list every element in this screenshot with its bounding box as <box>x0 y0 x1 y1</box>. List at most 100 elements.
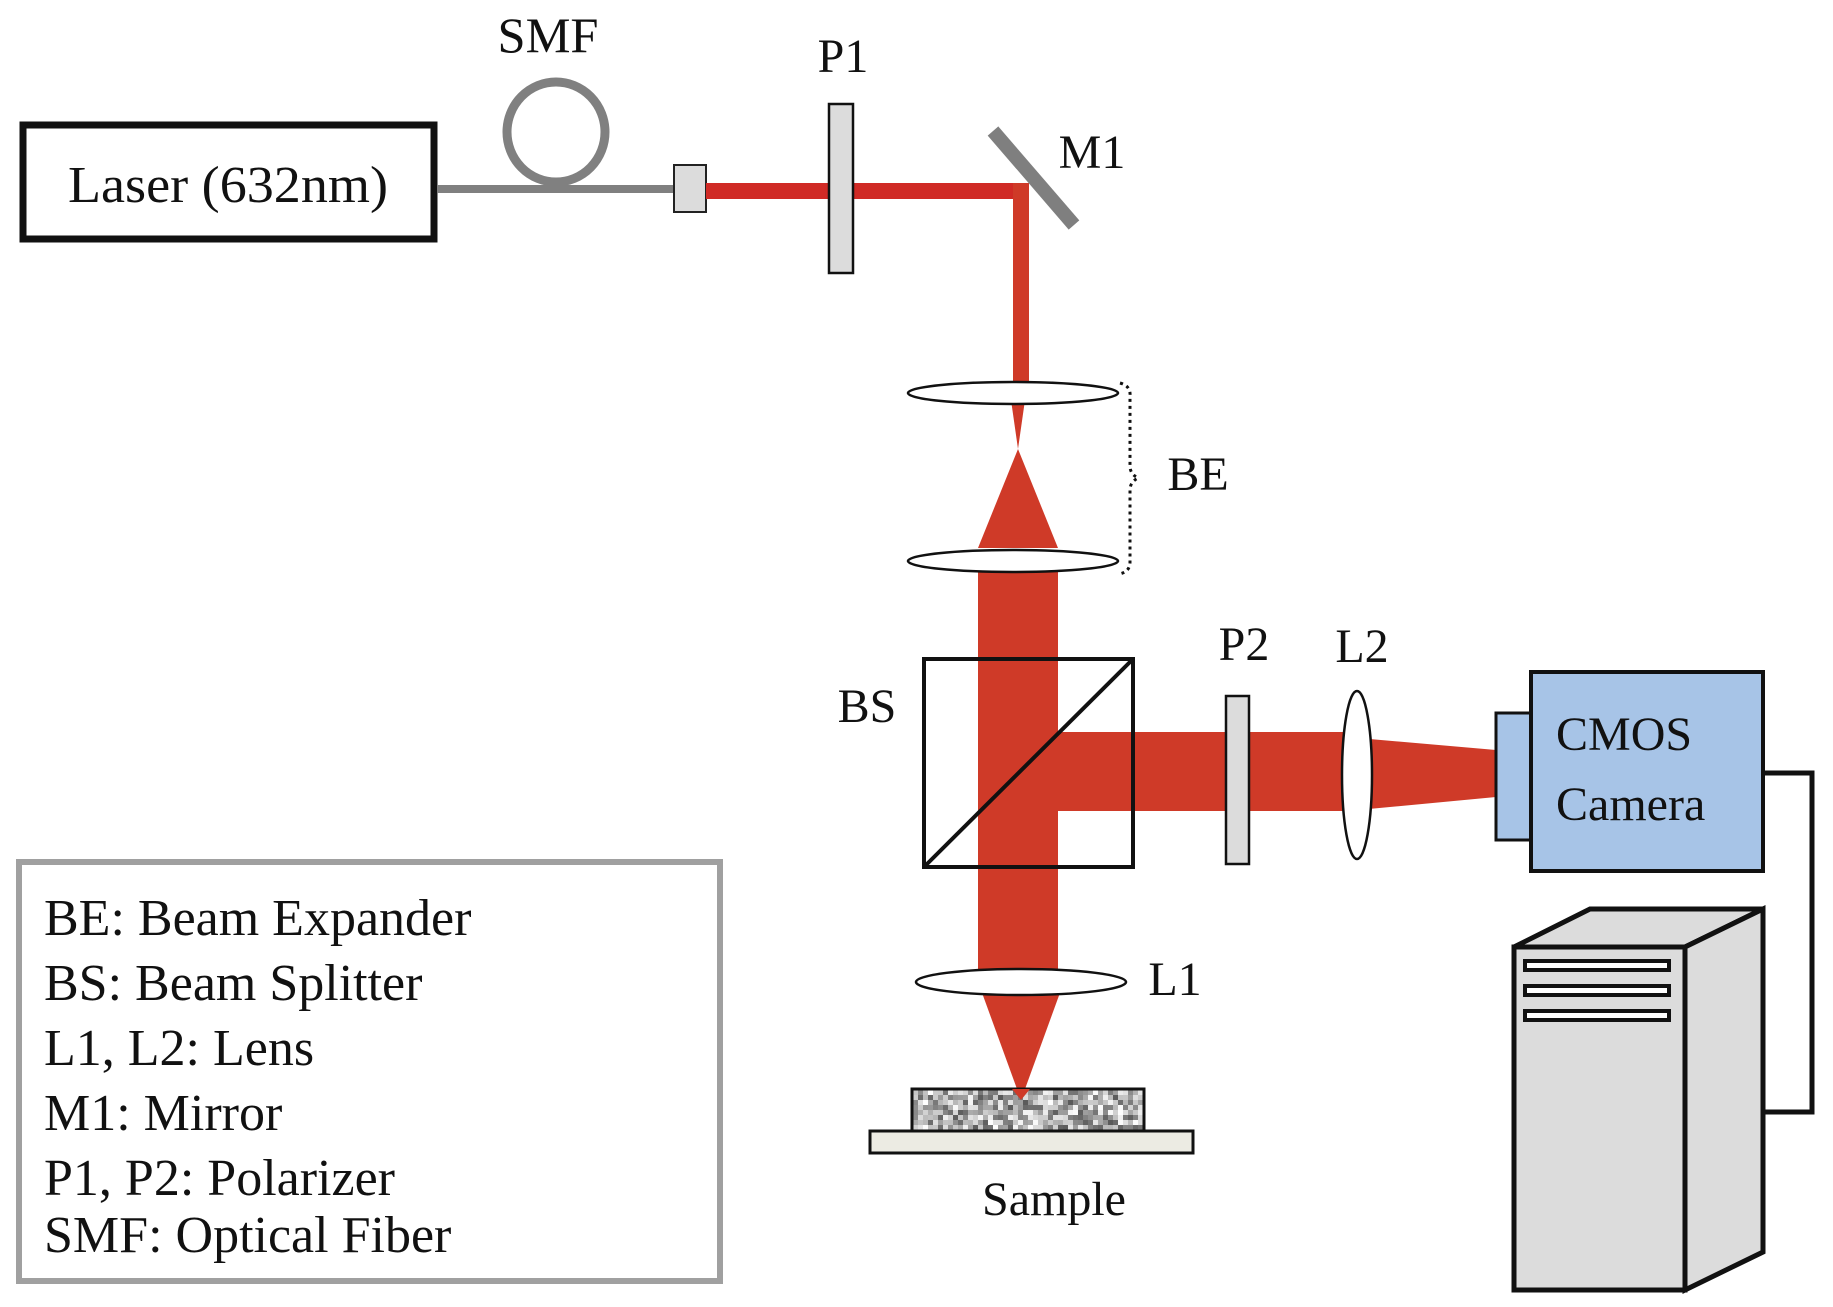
speckle-pixel <box>1033 1110 1038 1115</box>
speckle-pixel <box>1033 1125 1038 1130</box>
speckle-pixel <box>1008 1105 1013 1110</box>
speckle-pixel <box>988 1120 993 1125</box>
speckle-pixel <box>938 1125 943 1130</box>
speckle-pixel <box>1003 1115 1008 1120</box>
speckle-pixel <box>1128 1100 1133 1105</box>
speckle-pixel <box>918 1110 923 1115</box>
speckle-pixel <box>1103 1095 1108 1100</box>
speckle-pixel <box>958 1090 963 1095</box>
beam-converging-to-camera <box>1358 738 1496 810</box>
speckle-pixel <box>1028 1105 1033 1110</box>
speckle-pixel <box>1108 1110 1113 1115</box>
speckle-pixel <box>928 1115 933 1120</box>
speckle-pixel <box>948 1115 953 1120</box>
speckle-pixel <box>1098 1110 1103 1115</box>
speckle-pixel <box>953 1105 958 1110</box>
speckle-pixel <box>1078 1120 1083 1125</box>
speckle-pixel <box>1028 1100 1033 1105</box>
speckle-pixel <box>913 1110 918 1115</box>
speckle-pixel <box>923 1090 928 1095</box>
speckle-pixel <box>1038 1120 1043 1125</box>
speckle-pixel <box>1043 1120 1048 1125</box>
speckle-pixel <box>1083 1090 1088 1095</box>
speckle-pixel <box>1118 1090 1123 1095</box>
speckle-pixel <box>1053 1125 1058 1130</box>
speckle-pixel <box>1118 1125 1123 1130</box>
speckle-pixel <box>1113 1115 1118 1120</box>
speckle-pixel <box>1048 1125 1053 1130</box>
speckle-pixel <box>1128 1120 1133 1125</box>
beam-vertical-segment <box>1013 183 1029 383</box>
speckle-pixel <box>1018 1120 1023 1125</box>
speckle-pixel <box>998 1095 1003 1100</box>
speckle-pixel <box>1033 1090 1038 1095</box>
speckle-pixel <box>1108 1120 1113 1125</box>
legend-item: BE: Beam Expander <box>44 890 471 947</box>
speckle-pixel <box>958 1110 963 1115</box>
speckle-pixel <box>1088 1105 1093 1110</box>
speckle-pixel <box>1083 1125 1088 1130</box>
speckle-pixel <box>998 1110 1003 1115</box>
speckle-pixel <box>1063 1090 1068 1095</box>
speckle-pixel <box>953 1125 958 1130</box>
speckle-pixel <box>1013 1115 1018 1120</box>
speckle-pixel <box>993 1115 998 1120</box>
speckle-pixel <box>1008 1110 1013 1115</box>
speckle-pixel <box>1108 1105 1113 1110</box>
speckle-pixel <box>988 1100 993 1105</box>
speckle-pixel <box>1048 1115 1053 1120</box>
legend-item: P1, P2: Polarizer <box>44 1150 395 1207</box>
speckle-pixel <box>988 1125 993 1130</box>
beam-splitter-label: BS <box>838 680 897 733</box>
speckle-pixel <box>1068 1110 1073 1115</box>
speckle-pixel <box>993 1105 998 1110</box>
speckle-pixel <box>933 1125 938 1130</box>
speckle-pixel <box>943 1105 948 1110</box>
speckle-pixel <box>1068 1100 1073 1105</box>
laser-box <box>19 121 438 243</box>
speckle-pixel <box>1138 1110 1143 1115</box>
speckle-pixel <box>973 1115 978 1120</box>
speckle-pixel <box>1133 1105 1138 1110</box>
speckle-pixel <box>1058 1105 1063 1110</box>
speckle-pixel <box>978 1125 983 1130</box>
speckle-pixel <box>973 1090 978 1095</box>
speckle-pixel <box>998 1090 1003 1095</box>
speckle-pixel <box>978 1110 983 1115</box>
speckle-pixel <box>943 1125 948 1130</box>
camera-label-line2: Camera <box>1556 778 1705 831</box>
lens-l2-label: L2 <box>1335 620 1388 673</box>
speckle-pixel <box>1093 1100 1098 1105</box>
speckle-pixel <box>1033 1100 1038 1105</box>
sample-speckle-texture <box>913 1090 1143 1130</box>
speckle-pixel <box>1078 1125 1083 1130</box>
speckle-pixel <box>1028 1125 1033 1130</box>
speckle-pixel <box>1123 1100 1128 1105</box>
speckle-pixel <box>918 1100 923 1105</box>
speckle-pixel <box>1093 1090 1098 1095</box>
computer-side <box>1682 905 1766 1294</box>
legend-item: BS: Beam Splitter <box>44 955 422 1012</box>
speckle-pixel <box>933 1100 938 1105</box>
speckle-pixel <box>978 1115 983 1120</box>
speckle-pixel <box>1103 1100 1108 1105</box>
speckle-pixel <box>1073 1125 1078 1130</box>
speckle-pixel <box>1123 1105 1128 1110</box>
speckle-pixel <box>1018 1125 1023 1130</box>
speckle-pixel <box>973 1125 978 1130</box>
speckle-pixel <box>1093 1125 1098 1130</box>
speckle-pixel <box>1078 1100 1083 1105</box>
single-mode-fiber: SMF <box>437 7 707 213</box>
speckle-pixel <box>1083 1105 1088 1110</box>
speckle-pixel <box>963 1100 968 1105</box>
speckle-pixel <box>1118 1110 1123 1115</box>
speckle-pixel <box>968 1115 973 1120</box>
speckle-pixel <box>1048 1100 1053 1105</box>
speckle-pixel <box>928 1125 933 1130</box>
laser-source: Laser (632nm) <box>19 121 438 243</box>
speckle-pixel <box>968 1110 973 1115</box>
speckle-pixel <box>1048 1110 1053 1115</box>
speckle-pixel <box>1063 1125 1068 1130</box>
lens-l2: L2 <box>1335 620 1389 861</box>
